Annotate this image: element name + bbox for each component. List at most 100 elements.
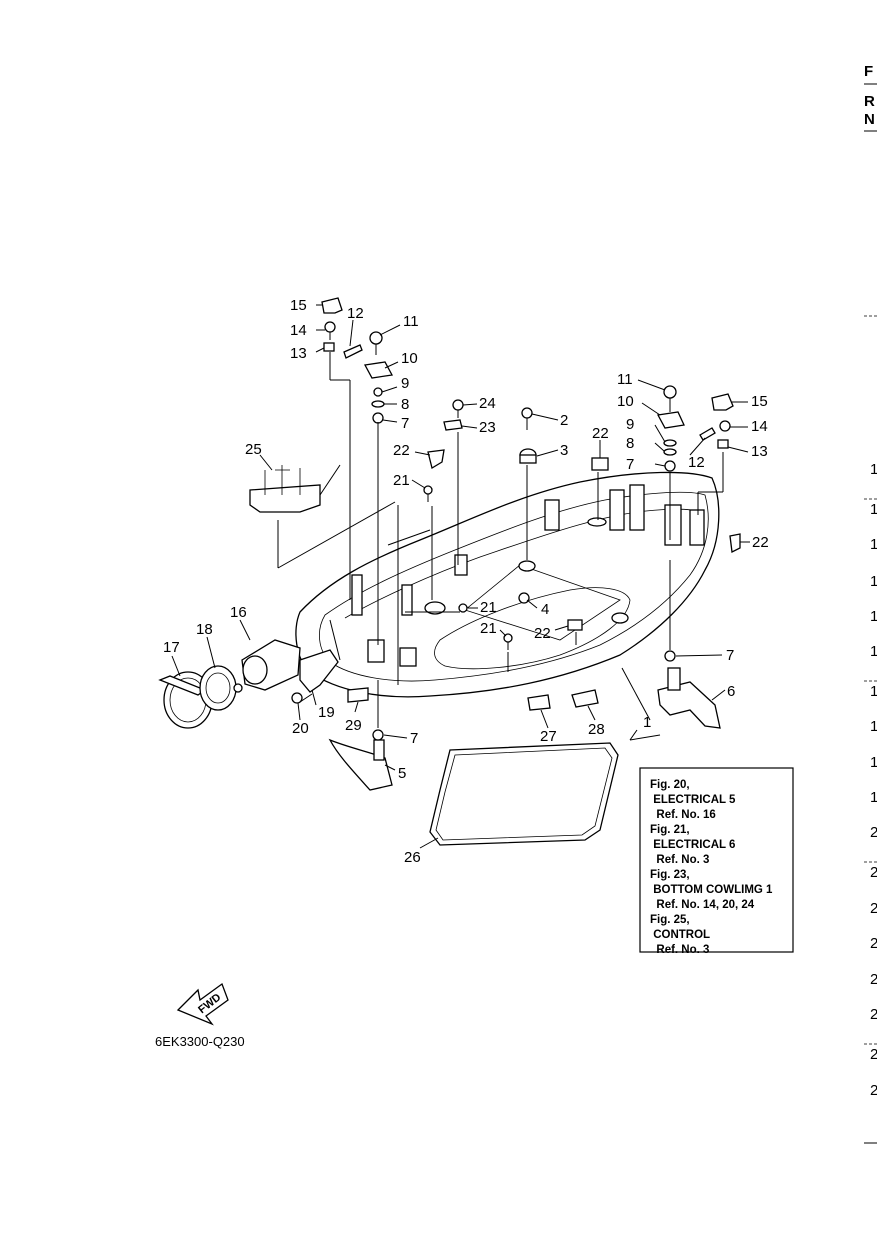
callout-21-a: 21: [393, 472, 410, 489]
seal-26: [429, 742, 619, 846]
bolt-21-mid: [458, 603, 468, 613]
callout-7-right: 7: [626, 456, 634, 473]
edge-entry: 1: [870, 754, 877, 771]
bolt-20: [291, 692, 313, 704]
washer-8-left: [371, 400, 385, 408]
callout-7-left: 7: [401, 415, 409, 432]
bolt-11-left: [369, 331, 383, 355]
edge-header: F: [864, 63, 873, 80]
edge-entry: 2: [870, 824, 877, 841]
ref-line: BOTTOM COWLIMG 1: [650, 884, 773, 896]
callout-2: 2: [560, 412, 568, 429]
callout-22-d: 22: [752, 534, 769, 551]
callout-5: 5: [398, 765, 406, 782]
callout-17: 17: [163, 639, 180, 656]
edge-entry: 2: [870, 864, 877, 881]
clip-13-right: [717, 439, 729, 449]
callout-26: 26: [404, 849, 421, 866]
nut-7-left: [372, 412, 384, 424]
callout-3: 3: [560, 442, 568, 459]
bracket-25: [249, 464, 341, 513]
callout-14-left: 14: [290, 322, 307, 339]
edge-entry: 1: [870, 643, 877, 660]
right-edge-cropped-column: F R N 1 1 1 1 1 1 1 1 1 1 2 2 2 2 2 2 2 …: [864, 63, 877, 1144]
callout-16: 16: [230, 604, 247, 621]
piece-22-top: [591, 457, 609, 471]
callout-19: 19: [318, 704, 335, 721]
bolt-2: [521, 407, 533, 430]
callout-13-left: 13: [290, 345, 307, 362]
edge-entry: 2: [870, 1006, 877, 1023]
ref-line: Ref. No. 14, 20, 24: [650, 899, 755, 911]
callout-1: 1: [643, 714, 651, 731]
edge-entry: 1: [870, 683, 877, 700]
edge-header: N: [864, 111, 875, 128]
edge-entry: 1: [870, 789, 877, 806]
spring-12-right: [699, 427, 716, 441]
callout-pointers: [171, 304, 750, 849]
ref-line: Fig. 21,: [650, 824, 690, 836]
bolt-11-right: [663, 385, 677, 412]
edge-entry: 1: [870, 461, 877, 478]
callout-4: 4: [541, 601, 549, 618]
washer-9-right: [663, 439, 677, 447]
callout-21-c: 21: [480, 620, 497, 637]
callout-6: 6: [727, 683, 735, 700]
callout-12-left: 12: [347, 305, 364, 322]
callout-7-lower-right: 7: [726, 647, 734, 664]
ref-line: Fig. 20,: [650, 779, 690, 791]
edge-entry: 1: [870, 718, 877, 735]
ref-line: Ref. No. 16: [650, 809, 716, 821]
edge-header: R: [864, 93, 875, 110]
callout-8-right: 8: [626, 435, 634, 452]
callout-24: 24: [479, 395, 496, 412]
bolt-24: [452, 399, 464, 418]
label-28: [571, 689, 599, 708]
ref-line: Ref. No. 3: [650, 944, 709, 956]
edge-entry: 1: [870, 608, 877, 625]
piece-22-left: [427, 449, 445, 470]
callout-10-right: 10: [617, 393, 634, 410]
grommet-3: [519, 448, 537, 464]
callout-21-b: 21: [480, 599, 497, 616]
diagram-code: 6EK3300-Q230: [155, 1034, 245, 1049]
callout-28: 28: [588, 721, 605, 738]
callout-22-c: 22: [592, 425, 609, 442]
callout-27: 27: [540, 728, 557, 745]
edge-entry: 2: [870, 971, 877, 988]
plate-10-left: [363, 361, 394, 379]
edge-entry: 2: [870, 900, 877, 917]
ref-line: ELECTRICAL 6: [650, 839, 735, 851]
bolt-14-left: [324, 321, 336, 340]
label-29: [347, 687, 369, 703]
callout-25: 25: [245, 441, 262, 458]
ref-line: Ref. No. 3: [650, 854, 709, 866]
piece-22-mid: [567, 619, 583, 631]
callout-11-right: 11: [617, 371, 633, 388]
callout-12-right: 12: [688, 454, 705, 471]
nut-7-lower-left: [372, 729, 384, 741]
ref-line: ELECTRICAL 5: [650, 794, 736, 806]
edge-entry: 1: [870, 536, 877, 553]
cap-15-left: [321, 297, 343, 314]
ref-line: Fig. 23,: [650, 869, 690, 881]
callout-22-a: 22: [393, 442, 410, 459]
connector-16: [233, 639, 301, 693]
bolt-21-top: [423, 485, 433, 502]
label-27: [527, 694, 551, 711]
edge-entry: 1: [870, 501, 877, 518]
bracket-19: [299, 649, 339, 693]
reference-box: Fig. 20, ELECTRICAL 5 Ref. No. 16 Fig. 2…: [639, 767, 794, 956]
callout-13-right: 13: [751, 443, 768, 460]
edge-entry: 2: [870, 1082, 877, 1099]
callout-11-left: 11: [403, 313, 419, 330]
callout-7-lower-left: 7: [410, 730, 418, 747]
piece-4: [518, 592, 530, 604]
bottom-cowling: [295, 471, 720, 698]
clip-13-left: [323, 342, 335, 352]
edge-entry: 2: [870, 1046, 877, 1063]
leader-lines: [277, 352, 724, 741]
callout-15-left: 15: [290, 297, 307, 314]
washer-9-left: [373, 387, 383, 397]
